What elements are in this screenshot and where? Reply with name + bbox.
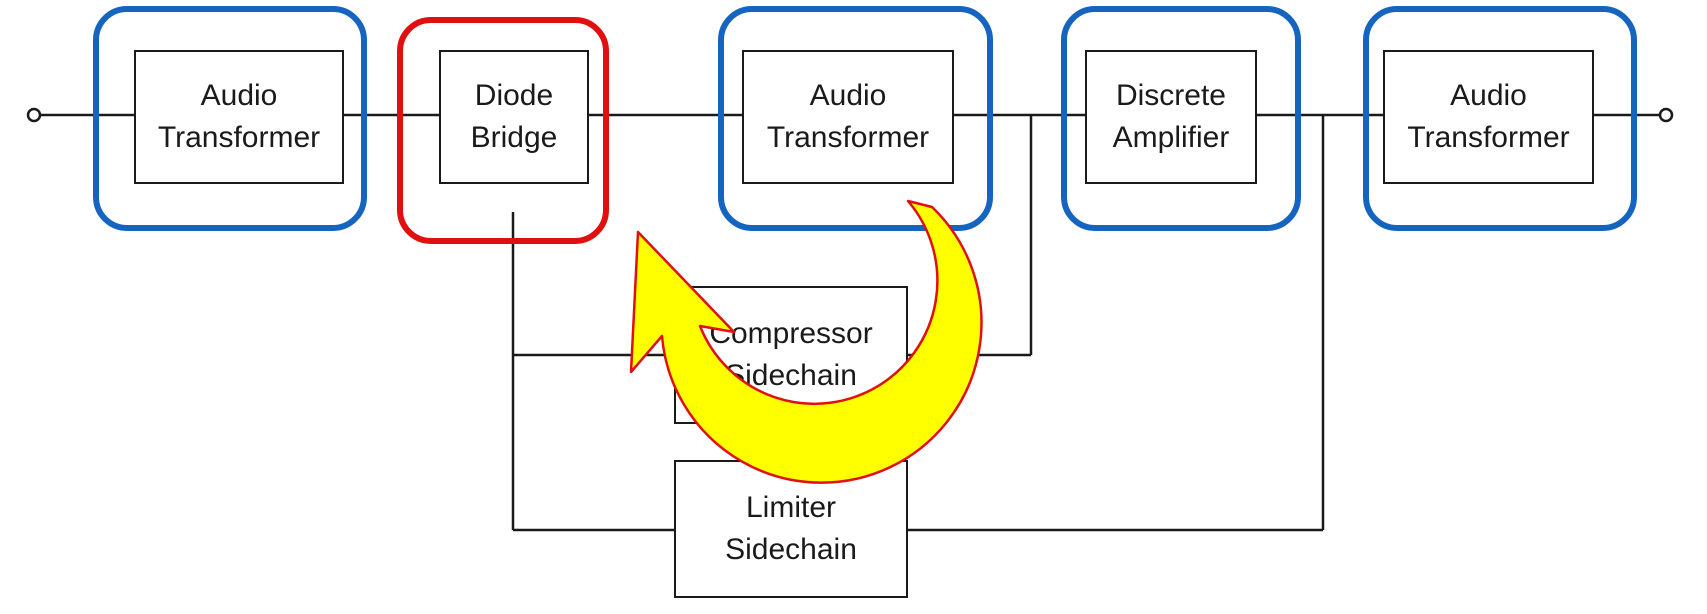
limiter-sidechain-label: Limiter Sidechain — [725, 491, 857, 566]
amplifier-highlight — [1061, 6, 1301, 231]
diode-bridge-block: Diode Bridge — [439, 50, 589, 184]
discrete-amplifier-label: Discrete Amplifier — [1112, 79, 1230, 154]
transformer-2-highlight — [718, 6, 993, 231]
discrete-amplifier-block: Discrete Amplifier — [1085, 50, 1257, 184]
loop-arrow-icon — [629, 199, 983, 484]
diode-bridge-highlight — [397, 17, 609, 244]
audio-transformer-2-block: Audio Transformer — [742, 50, 954, 184]
limiter-sidechain-block: Limiter Sidechain — [674, 460, 908, 598]
audio-transformer-1-label: Audio Transformer — [157, 79, 321, 154]
output-terminal-icon — [1658, 107, 1674, 123]
audio-transformer-3-block: Audio Transformer — [1383, 50, 1594, 184]
diode-bridge-label: Diode Bridge — [470, 79, 558, 154]
transformer-3-highlight — [1363, 6, 1637, 231]
audio-transformer-3-label: Audio Transformer — [1407, 79, 1570, 154]
audio-transformer-2-label: Audio Transformer — [766, 79, 930, 154]
input-terminal-icon — [26, 107, 42, 123]
audio-transformer-1-block: Audio Transformer — [134, 50, 344, 184]
transformer-1-highlight — [93, 6, 367, 231]
